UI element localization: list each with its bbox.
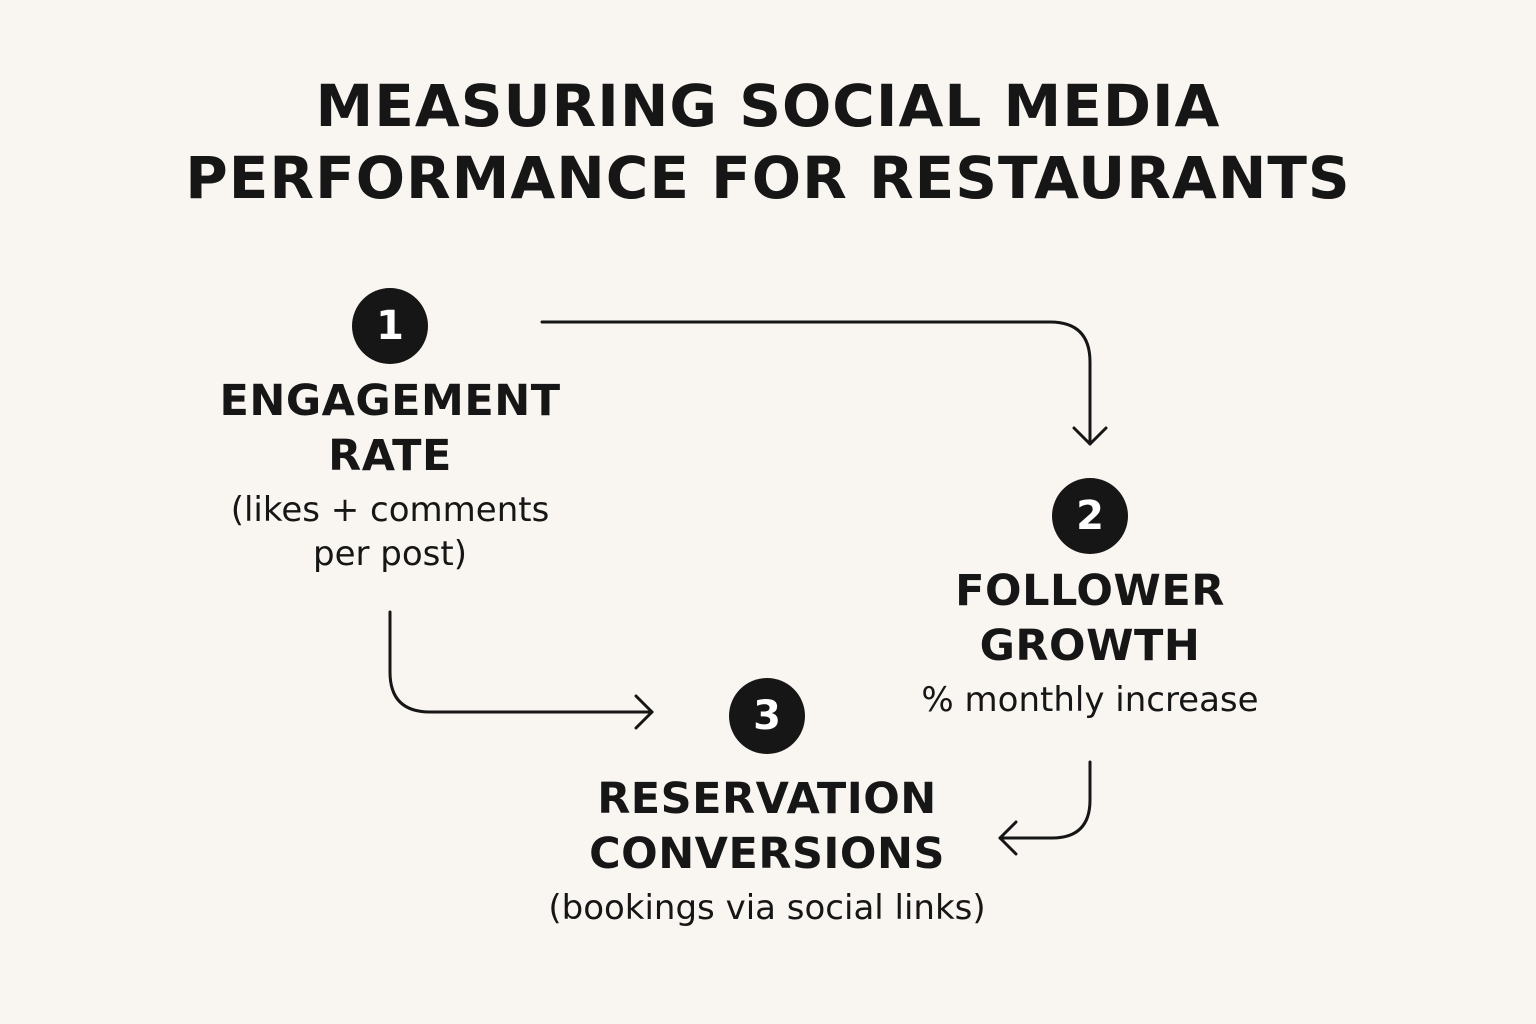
step-description-line: per post) [313,534,467,574]
title-line-2: PERFORMANCE FOR RESTAURANTS [185,144,1351,212]
step-title: RESERVATION CONVERSIONS [512,772,1022,882]
arrow-engagement-to-reservation [388,610,654,714]
step-title-line: RESERVATION [597,774,937,824]
step-description-line: (likes + comments [230,490,550,530]
step-description-line: (bookings via social links) [548,888,986,928]
step-title-line: GROWTH [979,621,1201,671]
step-description: (likes + comments per post) [190,488,590,576]
step-title-line: RATE [328,431,452,481]
arrowhead-follower-to-reservation [998,820,1018,856]
arrow-engagement-to-follower [540,320,1092,446]
step-title-line: FOLLOWER [955,566,1225,616]
diagram-title: MEASURING SOCIAL MEDIA PERFORMANCE FOR R… [0,70,1536,214]
step-number-badge: 3 [729,678,805,754]
step-description: % monthly increase [880,678,1300,722]
arrow-follower-to-reservation [998,760,1092,840]
arrowhead-engagement-to-reservation [634,694,654,730]
step-title: FOLLOWER GROWTH [880,564,1300,674]
step-reservation-conversions: 3 RESERVATION CONVERSIONS (bookings via … [512,678,1022,930]
step-number-badge: 1 [352,288,428,364]
title-line-1: MEASURING SOCIAL MEDIA [315,72,1221,140]
arrowhead-engagement-to-follower [1072,426,1108,446]
step-title-line: ENGAGEMENT [219,376,561,426]
step-description-line: % monthly increase [921,680,1259,720]
step-description: (bookings via social links) [512,886,1022,930]
step-title: ENGAGEMENT RATE [190,374,590,484]
step-follower-growth: 2 FOLLOWER GROWTH % monthly increase [880,478,1300,722]
step-title-line: CONVERSIONS [589,829,945,879]
step-number-badge: 2 [1052,478,1128,554]
step-engagement-rate: 1 ENGAGEMENT RATE (likes + comments per … [190,288,590,576]
